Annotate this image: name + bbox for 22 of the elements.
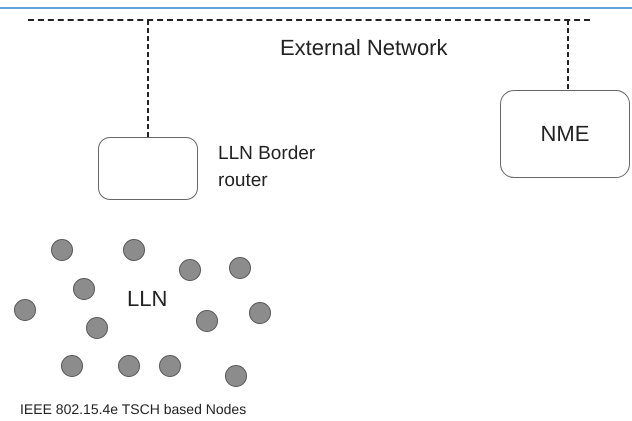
sensor-node	[159, 355, 181, 377]
sensor-node	[229, 257, 251, 279]
sensor-node	[73, 278, 95, 300]
sensor-node	[249, 302, 271, 324]
sensor-node	[196, 310, 218, 332]
sensor-node	[118, 355, 140, 377]
sensor-node	[61, 355, 83, 377]
router-label: LLN Border router	[218, 142, 316, 193]
connector-line	[567, 20, 569, 90]
device-label: NME	[540, 121, 590, 147]
sensor-node	[225, 365, 247, 387]
sensor-node	[51, 239, 73, 261]
router-box	[98, 137, 198, 200]
sensor-node	[123, 239, 145, 261]
connector-line	[147, 20, 149, 137]
sensor-node	[86, 317, 108, 339]
network-label: External Network	[280, 35, 448, 61]
caption: IEEE 802.15.4e TSCH based Nodes	[20, 401, 246, 417]
device-box	[500, 90, 630, 178]
sensor-node	[14, 299, 36, 321]
sensor-node	[179, 259, 201, 281]
network-label: LLN	[127, 286, 168, 312]
